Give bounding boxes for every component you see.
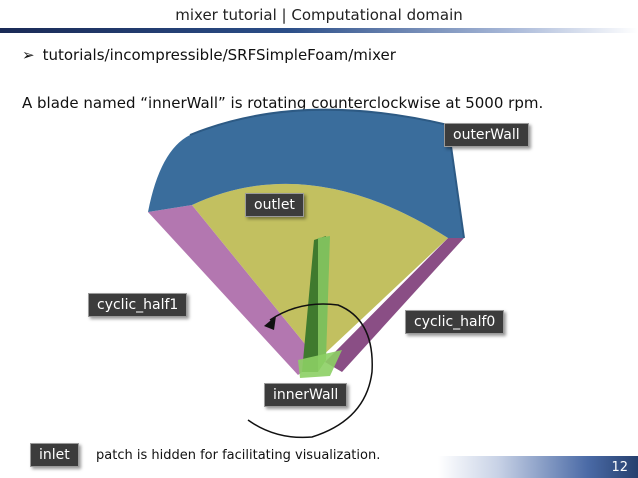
tutorial-path: tutorials/incompressible/SRFSimpleFoam/m… — [42, 46, 396, 64]
rotation-arrow-icon — [247, 303, 373, 439]
bullet-line: ➢ tutorials/incompressible/SRFSimpleFoam/… — [22, 46, 396, 64]
outer-wall-label: outerWall — [444, 123, 529, 147]
footer-bar — [438, 456, 638, 478]
inner-wall-label: innerWall — [264, 383, 348, 407]
page-number: 12 — [611, 460, 628, 475]
outlet-label: outlet — [245, 193, 304, 217]
bullet-arrow-icon: ➢ — [22, 46, 35, 64]
cyclic-half0-label: cyclic_half0 — [405, 310, 505, 334]
blade-base — [298, 350, 342, 378]
outer-wall-face — [148, 109, 464, 238]
cyclic-half1-face — [148, 205, 318, 375]
title-rule — [0, 28, 638, 33]
slide-title: mixer tutorial | Computational domain — [175, 6, 463, 24]
cyclic-half0-face — [325, 238, 464, 372]
description: A blade named “innerWall” is rotating co… — [22, 94, 544, 112]
inlet-label: inlet — [30, 443, 79, 467]
cyclic-half1-label: cyclic_half1 — [88, 293, 188, 317]
inlet-note: patch is hidden for facilitating visuali… — [96, 448, 381, 463]
